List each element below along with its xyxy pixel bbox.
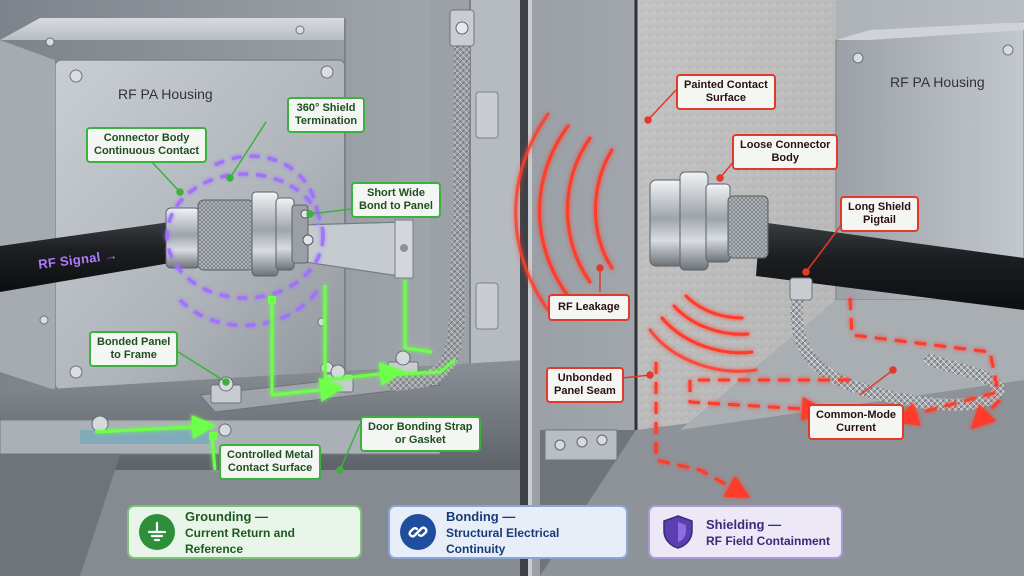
legend-shielding: Shielding — RF Field Containment <box>648 505 843 559</box>
callout-text: Contact Surface <box>227 462 313 474</box>
legend-shielding-title: Shielding — <box>706 516 782 532</box>
chain-link-icon <box>400 514 436 550</box>
callout-painted-contact: Painted Contact Surface <box>676 74 776 110</box>
common-mode-current-paths <box>654 297 1002 498</box>
callout-connector-body: Connector Body Continuous Contact <box>86 127 208 163</box>
shield-icon <box>660 514 696 550</box>
callout-text: Bond to Panel <box>359 200 433 212</box>
callout-text: Connector Body <box>103 132 190 144</box>
legend-grounding: Grounding — Current Return and Reference <box>127 505 362 559</box>
callout-text: Common-Mode <box>816 409 897 421</box>
callout-text: Termination <box>295 115 358 127</box>
callout-long-shield-pigtail: Long Shield Pigtail <box>840 196 919 232</box>
callout-text: Loose Connector <box>740 139 831 151</box>
callout-text: or Gasket <box>394 434 446 446</box>
callout-text: 360° Shield <box>296 102 356 114</box>
callout-text: Controlled Metal <box>227 449 314 461</box>
callout-text: Painted Contact <box>684 79 768 91</box>
good-connector <box>165 191 314 277</box>
legend-grounding-title: Grounding — <box>185 508 269 524</box>
ground-current-paths <box>94 280 456 471</box>
callout-short-wide-bond: Short Wide Bond to Panel <box>351 182 441 218</box>
callout-text: Current <box>836 422 876 434</box>
legend-shielding-subtitle: RF Field Containment <box>706 533 830 548</box>
callout-text: Continuous Contact <box>94 145 200 157</box>
rf-leakage-arcs <box>514 112 758 373</box>
legend-bonding-subtitle: Structural Electrical Continuity <box>446 525 560 556</box>
callout-rf-leakage: RF Leakage <box>548 294 630 321</box>
callout-common-mode-current: Common-Mode Current <box>808 404 905 440</box>
rf-cable-right <box>756 222 1024 310</box>
right-housing-title: RF PA Housing <box>890 74 985 90</box>
callout-text: Unbonded <box>557 372 613 384</box>
left-scene <box>0 0 525 576</box>
callout-text: Door Bonding Strap <box>368 421 473 433</box>
left-housing-title: RF PA Housing <box>118 86 213 102</box>
ground-icon <box>139 514 175 550</box>
legend-grounding-subtitle: Current Return and Reference <box>185 525 296 556</box>
callout-text: to Frame <box>110 349 157 361</box>
rf-cable-left <box>0 222 176 292</box>
callout-unbonded-seam: Unbonded Panel Seam <box>546 367 624 403</box>
callout-door-bonding-strap: Door Bonding Strap or Gasket <box>360 416 481 452</box>
callout-text: Bonded Panel <box>97 336 171 348</box>
legend-bonding: Bonding — Structural Electrical Continui… <box>388 505 628 559</box>
callout-text: RF Leakage <box>558 301 620 313</box>
callout-text: Surface <box>705 92 747 104</box>
shield-field-rings <box>165 154 325 328</box>
loose-connector <box>649 171 769 271</box>
callout-bonded-panel: Bonded Panel to Frame <box>89 331 179 367</box>
callout-text: Body <box>771 152 799 164</box>
callout-controlled-metal-surface: Controlled Metal Contact Surface <box>219 444 322 480</box>
callout-text: Short Wide <box>366 187 425 199</box>
right-callout-lines <box>596 89 897 396</box>
legend-bonding-title: Bonding — <box>446 508 516 524</box>
callout-text: Long Shield <box>848 201 911 213</box>
callout-360-shield-termination: 360° Shield Termination <box>287 97 366 133</box>
callout-text: Pigtail <box>862 214 896 226</box>
callout-loose-connector: Loose Connector Body <box>732 134 839 170</box>
shield-pigtail <box>790 279 1005 411</box>
callout-text: Panel Seam <box>554 385 616 397</box>
